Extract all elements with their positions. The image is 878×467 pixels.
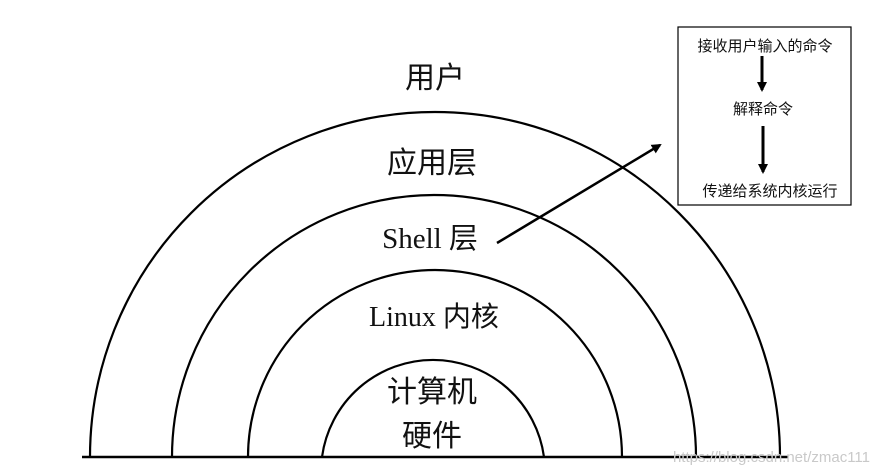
label-hardware-line1: 计算机 — [387, 376, 477, 409]
arc-shell-layer — [246, 268, 624, 458]
label-shell-layer: Shell 层 — [382, 223, 478, 255]
label-kernel-layer: Linux 内核 — [369, 301, 499, 333]
process-step-receive: 接收用户输入的命令 — [697, 37, 832, 55]
arc-kernel-layer — [320, 358, 546, 458]
label-hardware-line2: 硬件 — [402, 420, 462, 453]
arc-application-layer — [170, 193, 698, 458]
process-step-kernel: 传递给系统内核运行 — [702, 183, 837, 200]
outer-arc-user-layer — [88, 110, 782, 458]
shell-process-box — [677, 26, 852, 206]
process-step-interpret: 解释命令 — [733, 100, 793, 118]
label-application-layer: 应用层 — [387, 147, 477, 180]
label-user-layer: 用户 — [405, 62, 465, 95]
shell-callout-arrow — [496, 143, 662, 245]
watermark-text: https://blog.csdn.net/zmac111 — [673, 449, 870, 466]
